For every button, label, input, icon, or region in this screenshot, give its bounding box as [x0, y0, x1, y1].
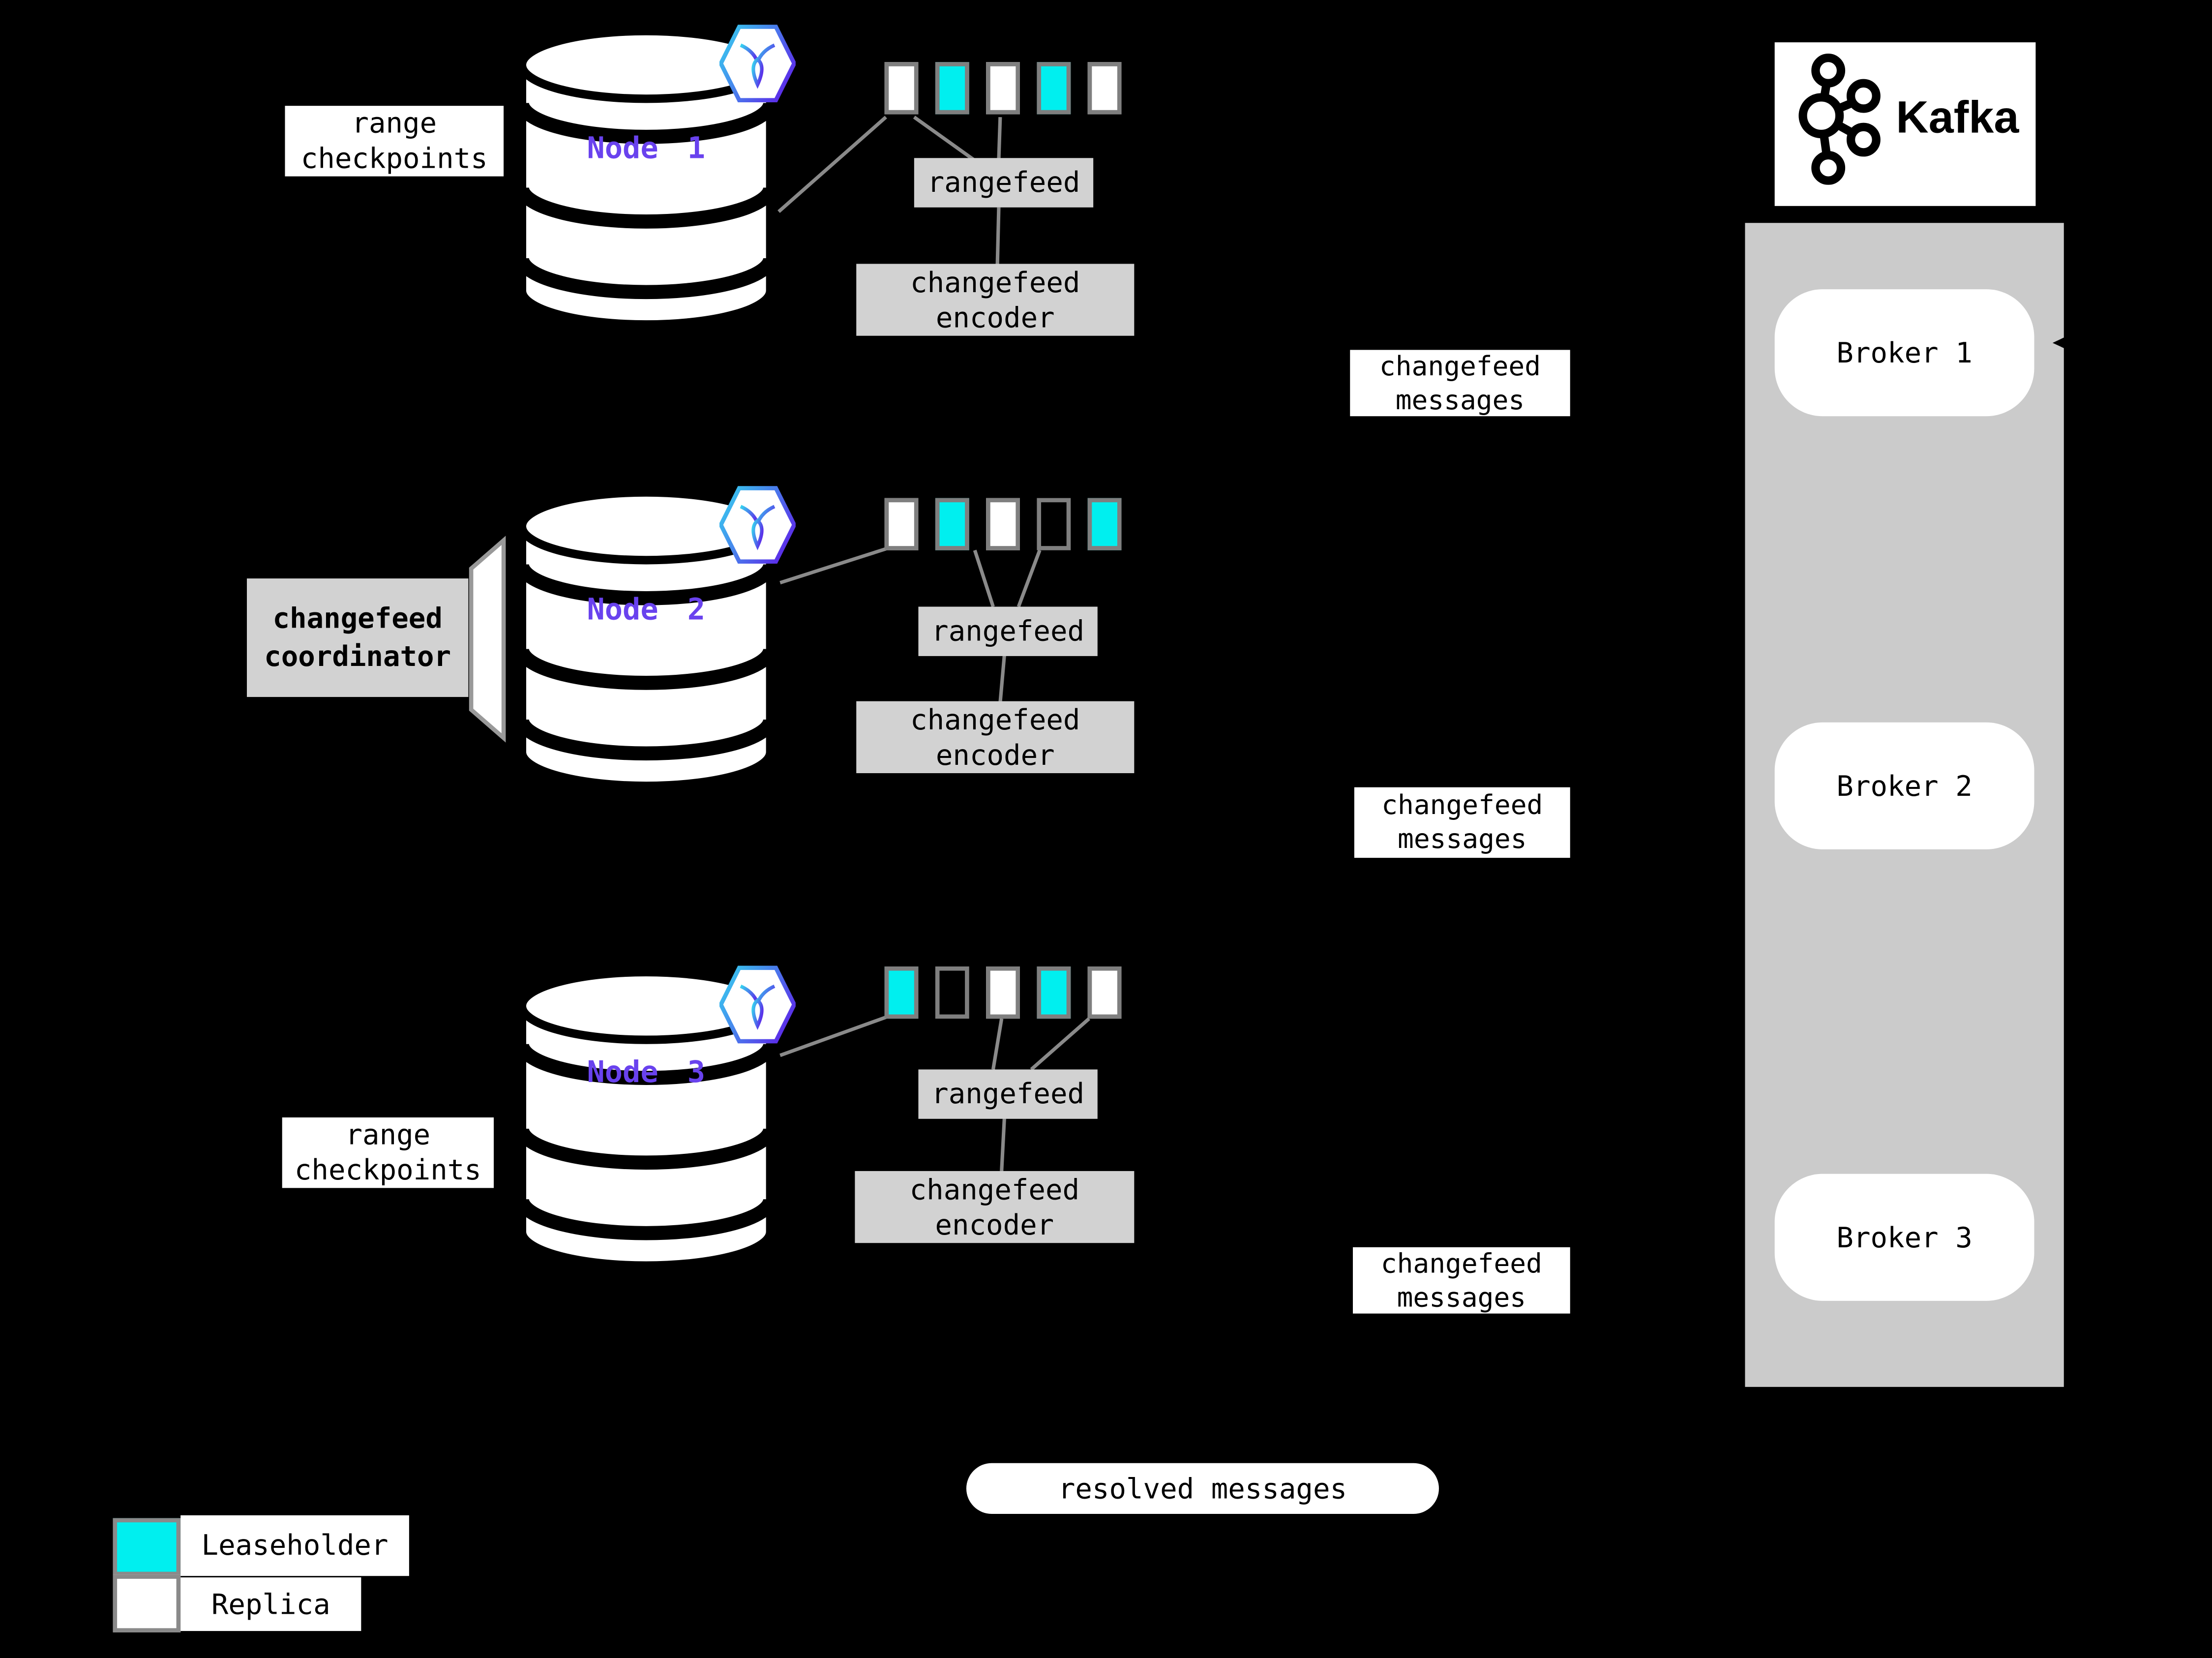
broker-1-label: Broker 1	[1836, 335, 1973, 370]
coordinator-flag-shape	[236, 536, 506, 743]
legend-label-text: Replica	[211, 1586, 330, 1621]
arrowhead-into-coordinator	[236, 632, 248, 645]
encoder-line1: changefeed	[909, 1172, 1080, 1206]
range-checkpoints-label-node1: range checkpoints	[285, 106, 504, 177]
messages-line1: changefeed	[1379, 350, 1541, 382]
range-checkpoints-line2: checkpoints	[300, 141, 488, 175]
cockroachdb-icon	[719, 25, 796, 102]
encoder-line1: changefeed	[910, 264, 1080, 299]
coordinator-line1: changefeed	[272, 601, 443, 635]
wire-range3-to-rangefeed1	[997, 117, 1002, 160]
range-checkpoints-line2: checkpoints	[294, 1152, 481, 1187]
wire-node1-to-range	[777, 116, 887, 213]
range-square	[1087, 966, 1122, 1019]
wire-node2-to-range	[779, 547, 887, 585]
rangefeed-box-node1: rangefeed	[914, 158, 1094, 208]
range-square	[884, 498, 919, 550]
changefeed-coordinator-box: changefeed coordinator	[247, 578, 469, 697]
rangefeed-box-node3: rangefeed	[918, 1069, 1098, 1119]
changefeed-messages-label-1: changefeed messages	[1350, 350, 1570, 417]
changefeed-messages-label-2: changefeed messages	[1354, 787, 1570, 858]
kafka-broker-2: Broker 2	[1774, 722, 2034, 849]
kafka-logo-box: Kafka	[1774, 42, 2036, 206]
encoder-line2: encoder	[935, 1207, 1054, 1241]
node2-database-icon	[515, 488, 777, 790]
broker-2-label: Broker 2	[1836, 769, 1973, 803]
kafka-broker-3: Broker 3	[1774, 1174, 2034, 1301]
cockroachdb-icon	[719, 965, 796, 1044]
wire-range5-to-rangefeed3	[1030, 1017, 1090, 1071]
wire-range3-to-rangefeed3	[991, 1018, 1004, 1070]
range-square	[935, 966, 969, 1019]
wire-rangefeed2-to-encoder2	[998, 654, 1007, 703]
messages-line2: messages	[1397, 1282, 1526, 1313]
range-square	[884, 62, 919, 115]
node1-label: Node 1	[587, 131, 706, 165]
encoder-line2: encoder	[935, 737, 1055, 771]
coordinator-line2: coordinator	[264, 639, 451, 673]
legend-replica-label: Replica	[180, 1577, 361, 1631]
range-square	[884, 966, 919, 1019]
cockroachdb-icon	[719, 486, 796, 564]
legend-leaseholder-swatch	[113, 1518, 181, 1576]
encoder-line1: changefeed	[910, 702, 1080, 736]
legend-leaseholder-label: Leaseholder	[180, 1515, 409, 1576]
range-square	[1037, 966, 1071, 1019]
node3-label: Node 3	[587, 1055, 706, 1089]
rangefeed-label: rangefeed	[927, 165, 1080, 199]
rangefeed-label: rangefeed	[931, 613, 1085, 648]
messages-line1: changefeed	[1380, 1248, 1542, 1279]
node3-database-icon	[515, 967, 777, 1270]
range-checkpoints-line1: range	[352, 106, 437, 140]
messages-line1: changefeed	[1381, 790, 1543, 821]
changefeed-messages-label-3: changefeed messages	[1352, 1247, 1570, 1314]
range-checkpoints-line1: range	[345, 1117, 431, 1151]
range-square	[986, 966, 1020, 1019]
changefeed-encoder-box-node2: changefeed encoder	[856, 701, 1135, 773]
kafka-broker-1: Broker 1	[1774, 289, 2034, 417]
changefeed-encoder-box-node3: changefeed encoder	[855, 1171, 1135, 1243]
kafka-logo-icon: Kafka	[1798, 54, 2019, 185]
range-square	[935, 498, 969, 550]
arrowhead-into-broker1	[2052, 332, 2074, 353]
changefeed-encoder-box-node1: changefeed encoder	[856, 264, 1135, 336]
wire-rangefeed1-to-encoder1	[995, 207, 1001, 266]
range-square	[986, 62, 1020, 115]
legend-replica-swatch	[113, 1574, 181, 1632]
messages-line2: messages	[1398, 824, 1527, 855]
legend-label-text: Leaseholder	[201, 1528, 389, 1562]
wire-range2-to-rangefeed2	[973, 549, 995, 607]
range-square	[935, 62, 969, 115]
rangefeed-box-node2: rangefeed	[918, 606, 1098, 656]
encoder-line2: encoder	[935, 300, 1055, 334]
svg-text:Kafka: Kafka	[1896, 92, 2019, 143]
wire-rangefeed3-to-encoder3	[1000, 1117, 1007, 1172]
range-square	[1037, 62, 1071, 115]
wire-node3-to-range	[779, 1015, 887, 1057]
resolved-messages-label: resolved messages	[1058, 1471, 1347, 1505]
node2-label: Node 2	[587, 592, 706, 627]
range-checkpoints-label-node3: range checkpoints	[282, 1117, 494, 1188]
range-square	[1037, 498, 1071, 550]
rangefeed-label: rangefeed	[931, 1076, 1085, 1111]
broker-3-label: Broker 3	[1836, 1220, 1973, 1255]
range-square	[986, 498, 1020, 550]
resolved-messages-pill: resolved messages	[966, 1463, 1439, 1514]
wire-range1-to-rangefeed1	[913, 116, 975, 161]
wire-range4-to-rangefeed2	[1016, 549, 1042, 607]
range-square	[1087, 62, 1122, 115]
range-square	[1087, 498, 1122, 550]
messages-line2: messages	[1395, 384, 1525, 416]
